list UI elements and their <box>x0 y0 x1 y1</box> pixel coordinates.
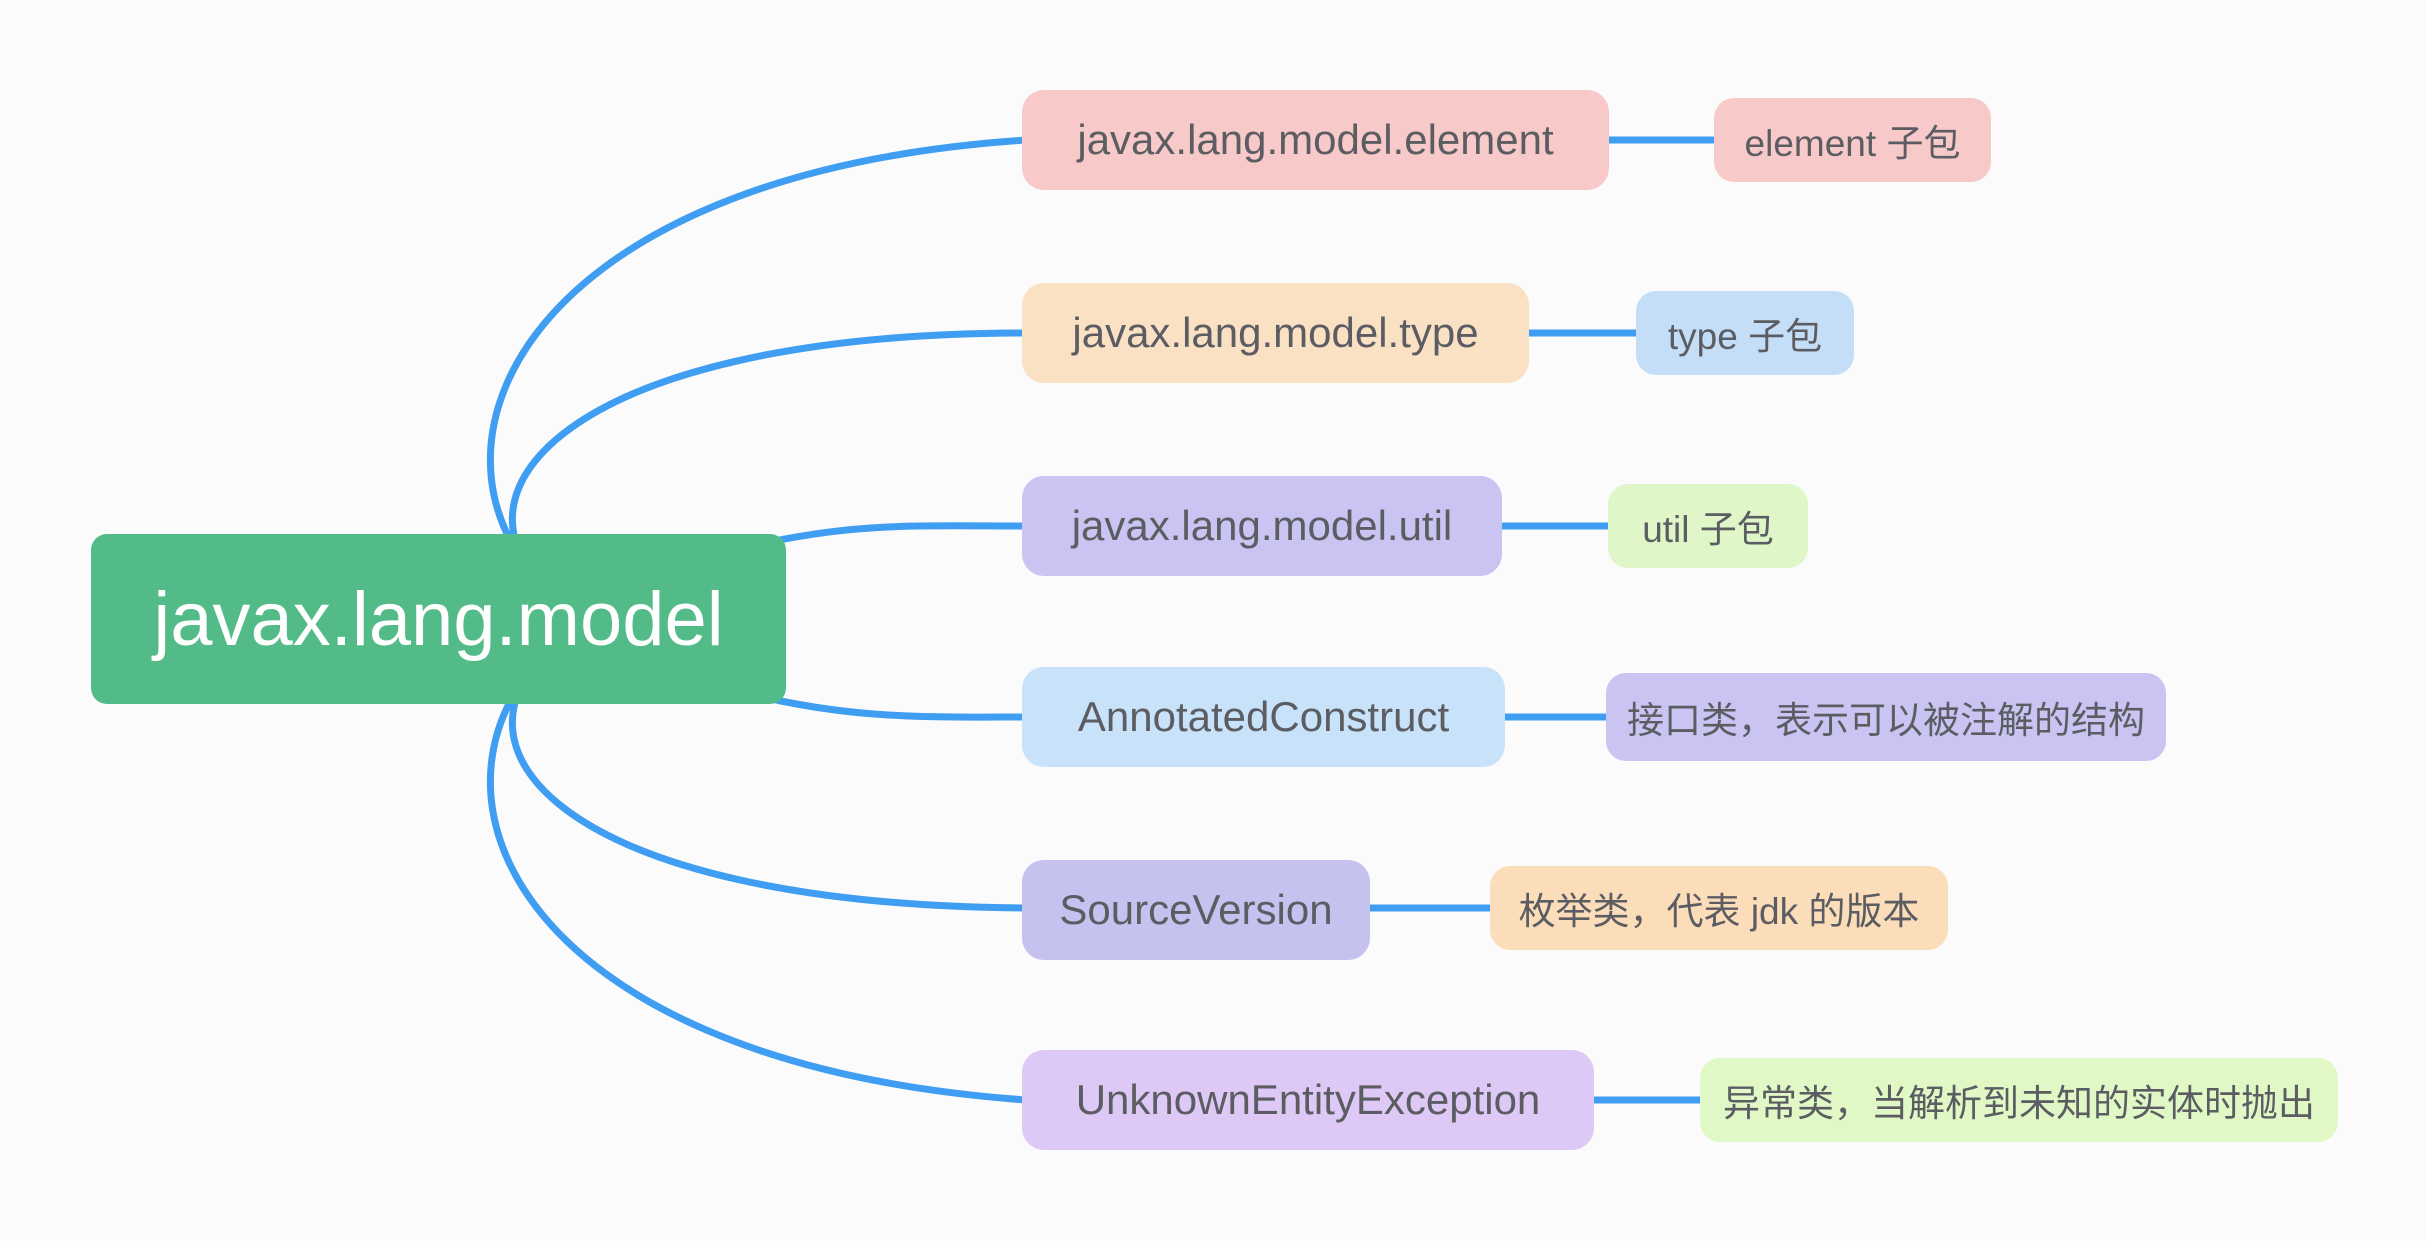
edge-root-element <box>486 136 1030 604</box>
branch-node-element[interactable]: javax.lang.model.element <box>1022 90 1609 190</box>
note-node-sourceversion[interactable]: 枚举类，代表 jdk 的版本 <box>1490 866 1948 950</box>
branch-node-unknownentityexception[interactable]: UnknownEntityException <box>1022 1050 1594 1150</box>
note-node-unknownentityexception[interactable]: 异常类，当解析到未知的实体时抛出 <box>1700 1058 2338 1142</box>
note-node-element[interactable]: element 子包 <box>1714 98 1991 182</box>
branch-node-type[interactable]: javax.lang.model.type <box>1022 283 1529 383</box>
note-node-type[interactable]: type 子包 <box>1636 291 1854 375</box>
root-node[interactable]: javax.lang.model <box>91 534 786 704</box>
note-node-annotatedconstruct[interactable]: 接口类，表示可以被注解的结构 <box>1606 673 2166 761</box>
branch-node-annotatedconstruct[interactable]: AnnotatedConstruct <box>1022 667 1505 767</box>
branch-node-util[interactable]: javax.lang.model.util <box>1022 476 1502 576</box>
edge-root-unknownentityexception <box>486 636 1030 1104</box>
branch-node-sourceversion[interactable]: SourceVersion <box>1022 860 1370 960</box>
note-node-util[interactable]: util 子包 <box>1608 484 1808 568</box>
